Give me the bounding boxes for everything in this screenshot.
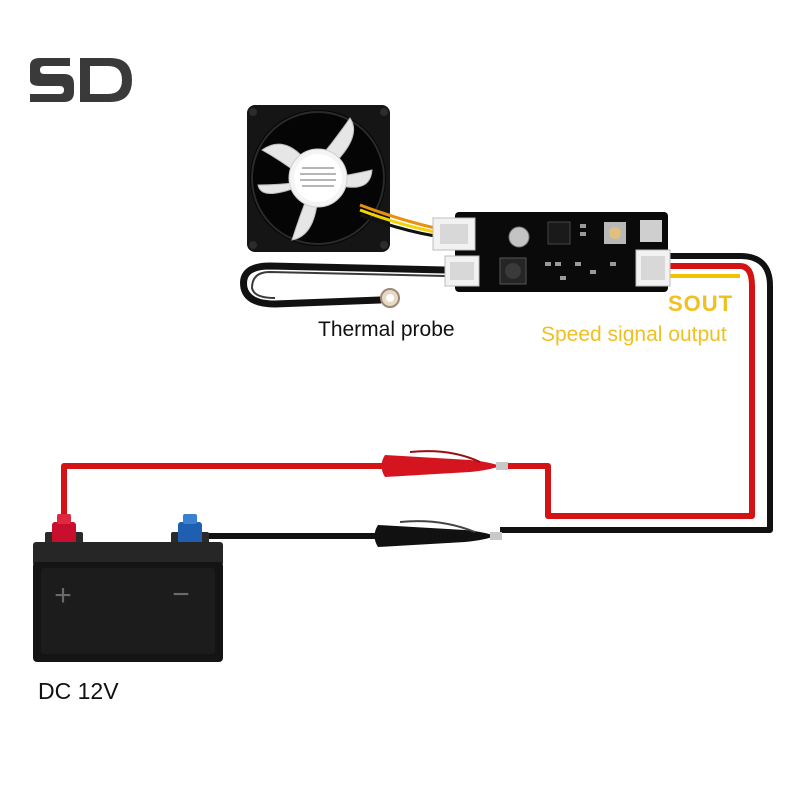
signal-wires <box>500 253 773 533</box>
dc-voltage-label: DC 12V <box>38 678 119 704</box>
battery-minus-symbol: − <box>172 578 190 611</box>
thermal-probe-icon <box>240 262 449 308</box>
sout-label: SOUT <box>668 291 734 316</box>
thermal-probe-label: Thermal probe <box>318 318 455 341</box>
pcb-board-icon <box>432 212 671 292</box>
speed-signal-label: Speed signal output <box>541 323 727 346</box>
battery-wires <box>61 463 395 539</box>
battery-plus-symbol: + <box>54 579 72 612</box>
alligator-clip-icon <box>374 520 502 547</box>
battery-icon: + − <box>33 514 223 662</box>
logo-sub-text: HI <box>101 77 112 89</box>
logo-icon: HI <box>30 58 132 102</box>
fan-icon <box>247 105 390 252</box>
fan-wires <box>359 203 436 238</box>
alligator-clip-icon <box>381 450 508 477</box>
